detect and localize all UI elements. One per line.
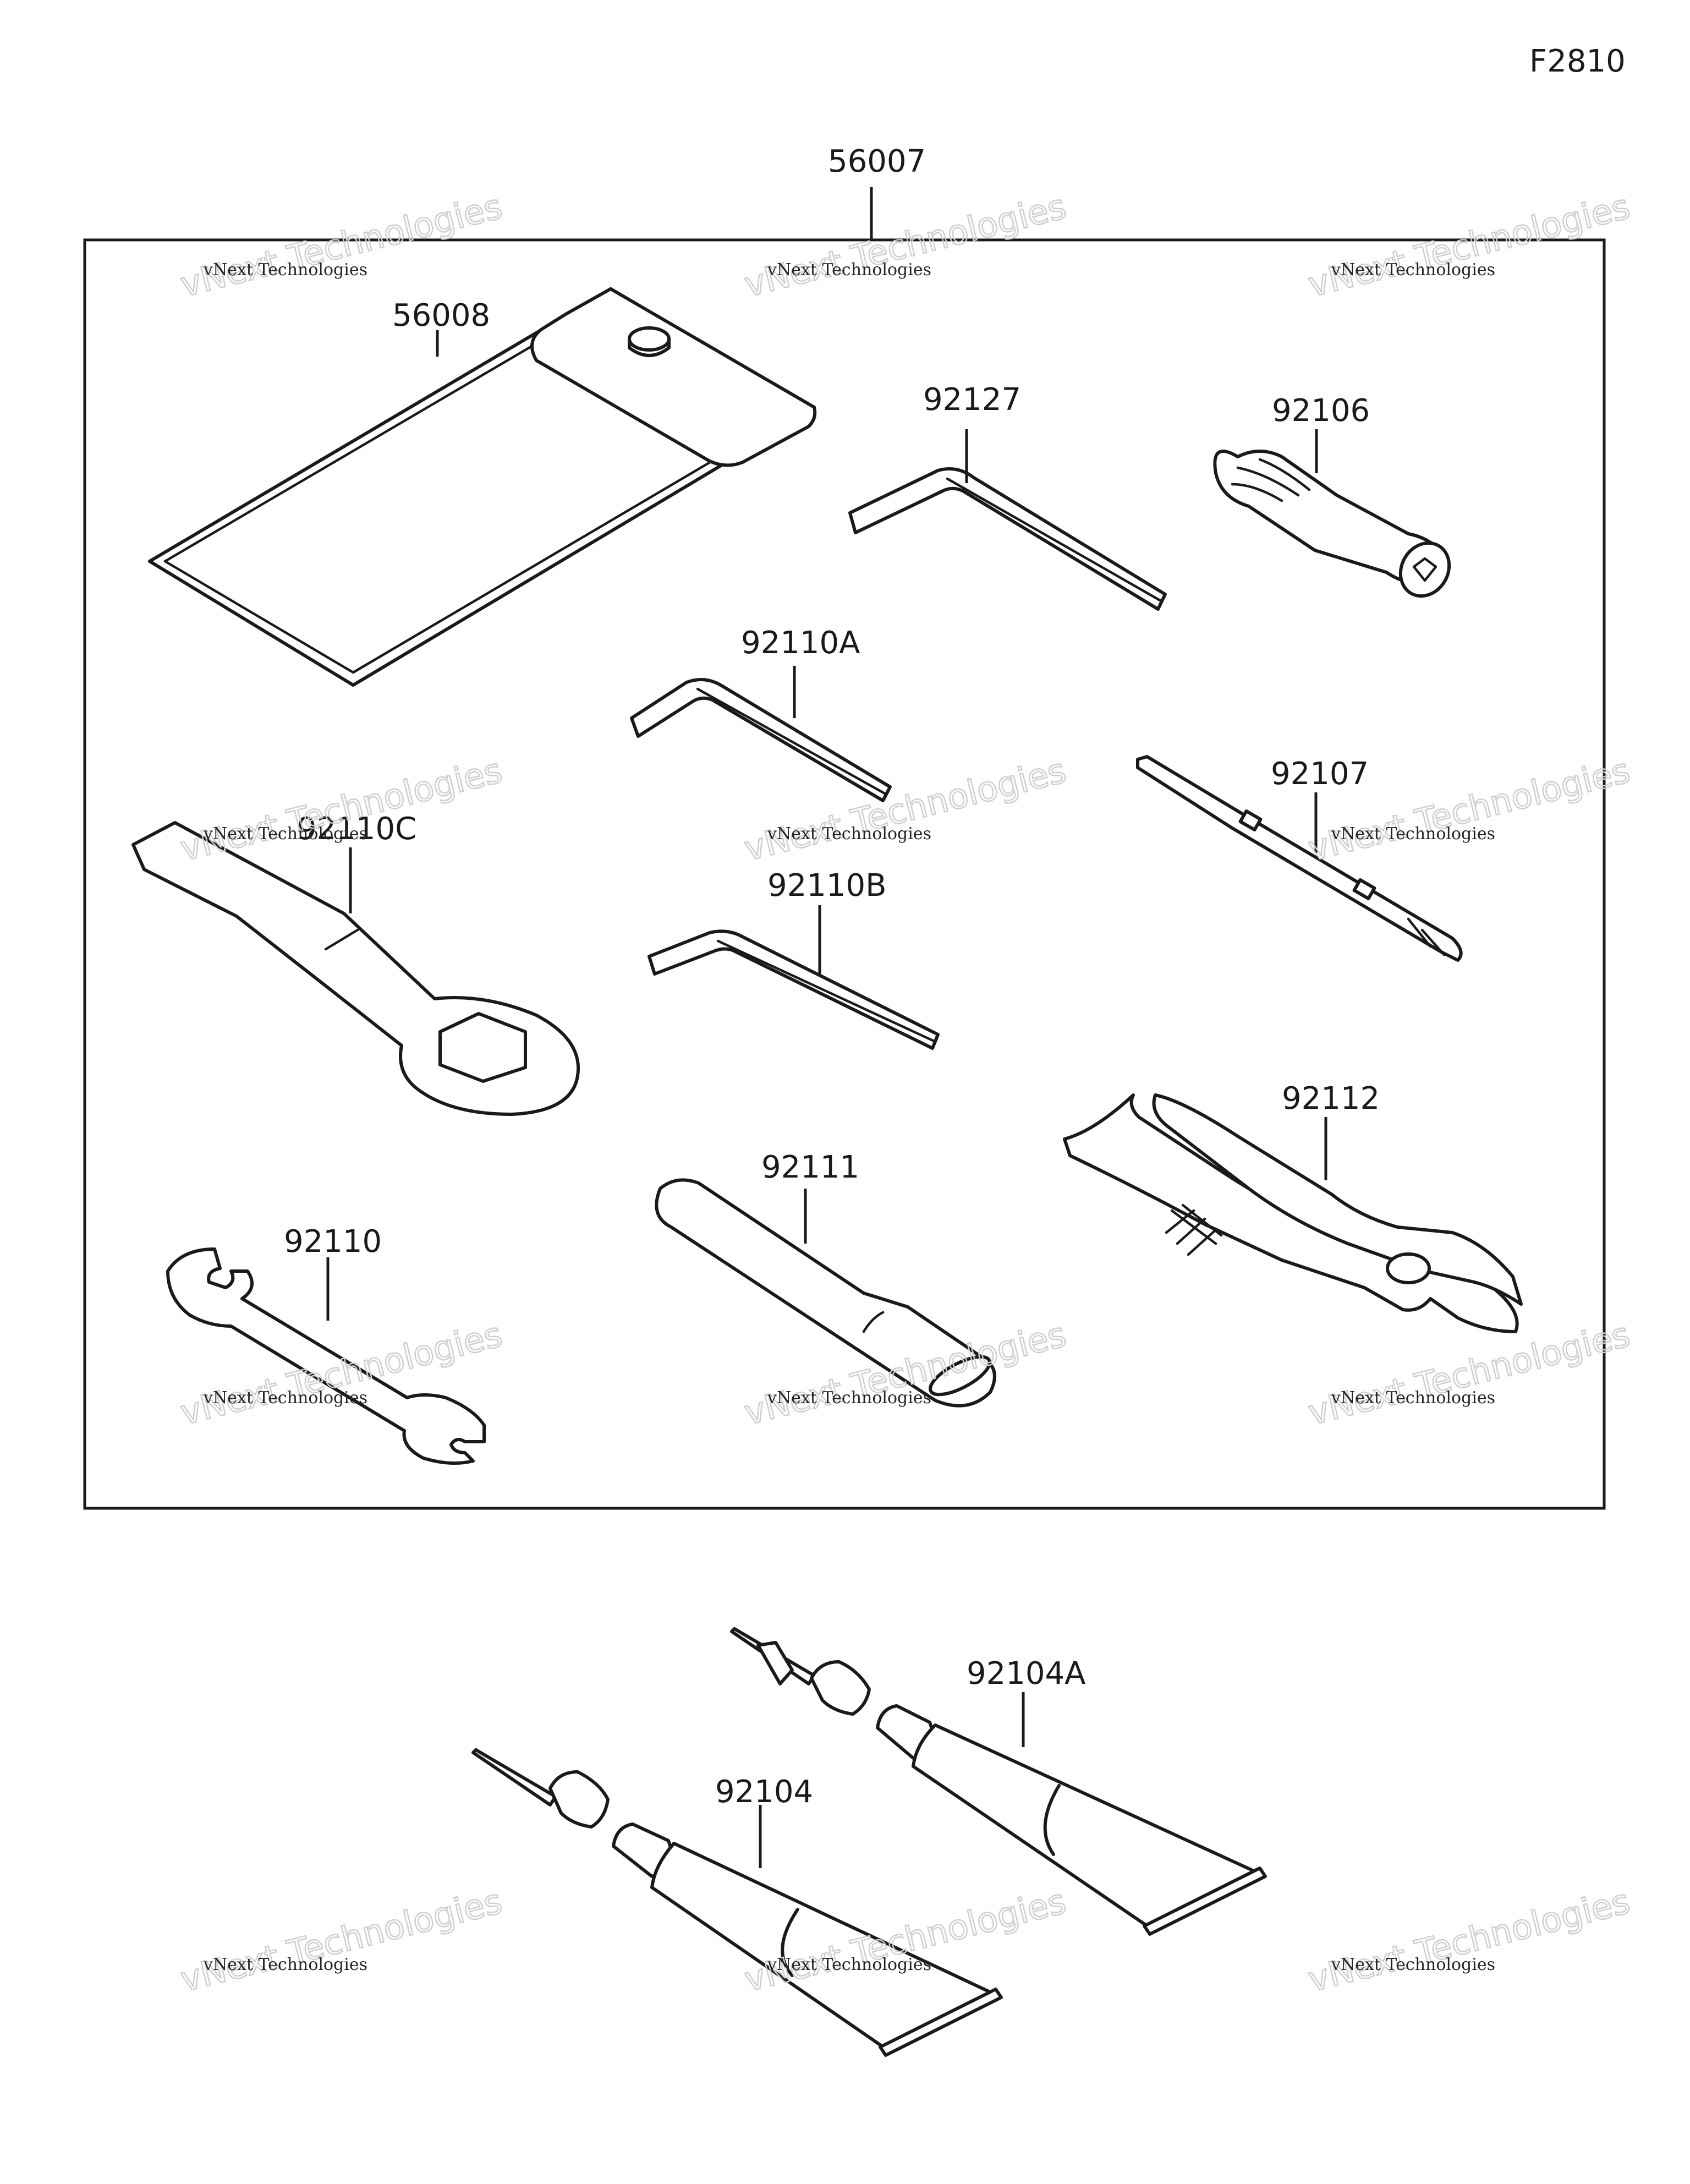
adhesive-tube-92104-drawing (471, 1748, 1003, 2057)
svg-text:vNext Technologies: vNext Technologies (1304, 1881, 1634, 2000)
label-92127[interactable]: 92127 (923, 382, 1021, 418)
hex-wrench-92127-drawing (848, 467, 1167, 611)
watermark-3: vNext Technologies vNext Technologies (1304, 185, 1634, 305)
svg-text:vNext Technologies: vNext Technologies (1304, 186, 1634, 305)
watermark-9: vNext Technologies vNext Technologies (1304, 1313, 1634, 1433)
figure-code: F2810 (1529, 43, 1626, 79)
watermark-10: vNext Technologies vNext Technologies (176, 1880, 507, 2000)
tool-bag-drawing (148, 287, 817, 687)
svg-text:vNext Technologies: vNext Technologies (767, 1955, 931, 1974)
svg-text:vNext Technologies: vNext Technologies (203, 1388, 367, 1408)
label-92110B[interactable]: 92110B (767, 868, 887, 904)
svg-text:vNext Technologies: vNext Technologies (177, 750, 506, 869)
svg-text:vNext Technologies: vNext Technologies (203, 1955, 367, 1974)
svg-text:vNext Technologies: vNext Technologies (1331, 1955, 1495, 1974)
label-92107[interactable]: 92107 (1271, 756, 1369, 792)
svg-text:vNext Technologies: vNext Technologies (1304, 1314, 1634, 1433)
screwdriver-92107-drawing (1136, 755, 1463, 962)
svg-text:vNext Technologies: vNext Technologies (1331, 260, 1495, 280)
label-92110[interactable]: 92110 (284, 1224, 382, 1260)
open-wrench-92110-drawing (166, 1247, 486, 1465)
hex-wrench-92110b-drawing (648, 929, 940, 1050)
watermark-5: vNext Technologies vNext Technologies (740, 749, 1071, 869)
label-92110C[interactable]: 92110C (297, 811, 416, 847)
label-92111[interactable]: 92111 (761, 1150, 859, 1185)
svg-text:vNext Technologies: vNext Technologies (1331, 1388, 1495, 1408)
label-92106[interactable]: 92106 (1272, 393, 1370, 429)
label-56007[interactable]: 56007 (828, 144, 926, 179)
label-92104[interactable]: 92104 (715, 1774, 813, 1810)
watermark-12: vNext Technologies vNext Technologies (1304, 1880, 1634, 2000)
watermark-2: vNext Technologies vNext Technologies (740, 185, 1071, 305)
label-56008[interactable]: 56008 (392, 298, 490, 333)
svg-text:vNext Technologies: vNext Technologies (767, 1388, 931, 1408)
pliers-92112-drawing (1063, 1093, 1523, 1333)
hex-wrench-92110a-drawing (630, 678, 892, 802)
svg-text:vNext Technologies: vNext Technologies (767, 824, 931, 844)
svg-text:vNext Technologies: vNext Technologies (767, 260, 931, 280)
svg-text:vNext Technologies: vNext Technologies (203, 260, 367, 280)
svg-text:vNext Technologies: vNext Technologies (203, 824, 367, 844)
tool-kit-frame (83, 238, 1606, 1510)
box-wrench-92110c-drawing (131, 821, 580, 1116)
label-92110A[interactable]: 92110A (741, 625, 860, 661)
extension-bar-92111-drawing (655, 1178, 996, 1408)
svg-text:vNext Technologies: vNext Technologies (740, 750, 1070, 869)
label-92112[interactable]: 92112 (1282, 1081, 1380, 1116)
svg-text:vNext Technologies: vNext Technologies (740, 186, 1070, 305)
svg-text:vNext Technologies: vNext Technologies (177, 186, 506, 305)
adhesive-tube-92104a-drawing (730, 1627, 1267, 1936)
label-92104A[interactable]: 92104A (967, 1656, 1085, 1692)
svg-text:vNext Technologies: vNext Technologies (1331, 824, 1495, 844)
svg-text:vNext Technologies: vNext Technologies (177, 1881, 506, 2000)
handle-92106-drawing (1213, 450, 1451, 598)
